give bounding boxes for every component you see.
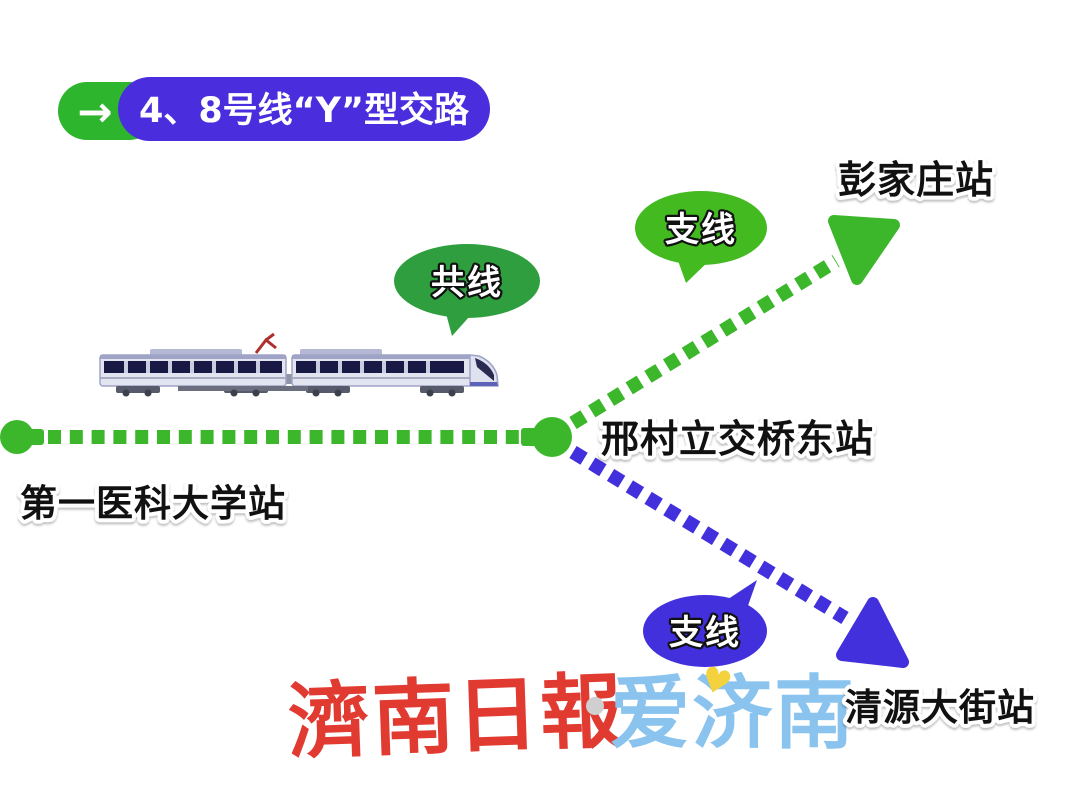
title-pill <box>118 77 490 141</box>
shared-bubble-label: 共线 <box>431 263 503 303</box>
train-windshield <box>475 358 494 381</box>
branch-line-blue <box>569 446 909 668</box>
branch-bottom-bubble-body <box>643 595 767 667</box>
junction-dot-xingcun <box>532 417 572 457</box>
shared-bubble: 共线 <box>394 244 540 336</box>
shared-line-green <box>0 417 572 457</box>
arrow-icon: → <box>77 87 112 136</box>
logo-separator-dot <box>586 697 604 715</box>
train-car2-window-frames <box>316 361 430 373</box>
terminus-dot-first-medical <box>0 420 34 454</box>
branch-top-bubble: 支线 <box>635 191 767 283</box>
branch-top-bubble-body <box>635 191 767 265</box>
page-title: 4、8号线“Y”型交路 <box>139 90 470 131</box>
train-car1-roofline <box>100 355 286 359</box>
footer-logos: 濟南日報 爱济南 ♥ <box>287 658 856 771</box>
train-car2-windows <box>296 361 464 373</box>
train-car2-beltline <box>292 377 472 379</box>
branch-line-green <box>569 215 900 429</box>
station-label-qingyuan: 清源大街站 <box>845 686 1035 729</box>
blue-arrowhead <box>836 597 909 668</box>
branch-bottom-bubble: 支线 <box>643 580 767 667</box>
train-wheels <box>122 389 456 397</box>
pantograph-icon <box>254 337 277 354</box>
blue-branch-dashes <box>569 446 849 624</box>
train-car2-roofline <box>292 355 472 359</box>
pantograph-arm <box>265 332 275 342</box>
title-banner: → 4、8号线“Y”型交路 <box>58 77 490 141</box>
branch-top-bubble-label: 支线 <box>665 210 737 250</box>
green-arrowhead <box>828 215 900 285</box>
train-car1-window-frames <box>124 361 260 373</box>
jinan-daily-logo: 濟南日報 <box>287 663 626 771</box>
train-bogies <box>116 386 464 393</box>
terminus-nub <box>26 429 44 445</box>
green-branch-dashes <box>569 255 840 429</box>
branch-bottom-bubble-label: 支线 <box>669 613 741 653</box>
ai-jinan-logo: 爱济南 <box>610 667 856 760</box>
train-nose-stripe <box>470 382 498 386</box>
shared-bubble-body <box>394 244 540 318</box>
train-car1-beltline <box>100 377 286 379</box>
train-illustration <box>99 332 499 397</box>
station-label-first-medical: 第一医科大学站 <box>20 482 286 525</box>
station-label-pengjiazhuang: 彭家庄站 <box>838 158 994 202</box>
station-label-xingcun-east: 邢村立交桥东站 <box>601 417 874 461</box>
